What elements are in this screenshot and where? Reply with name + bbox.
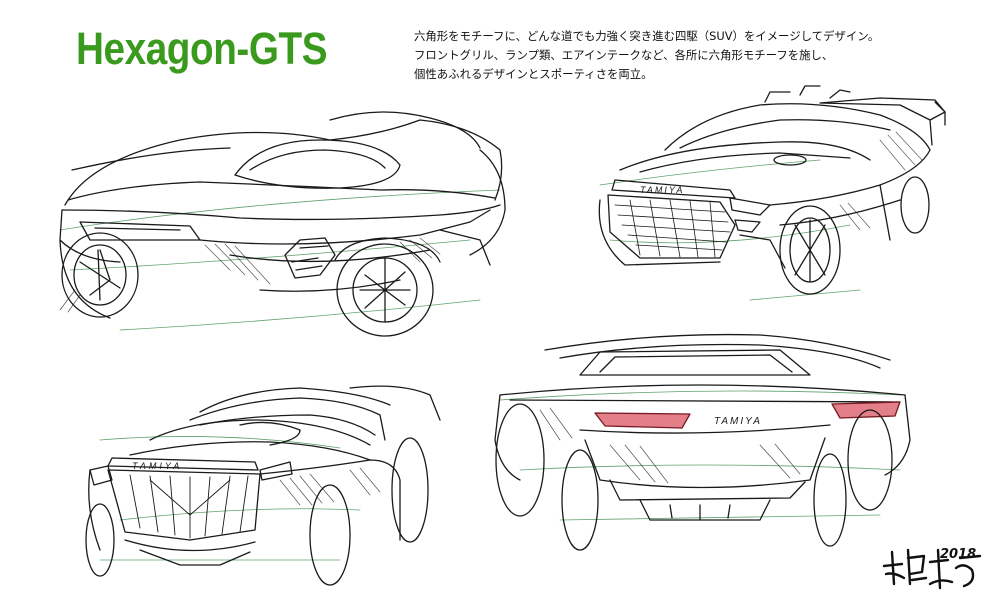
sketch-rear-view: TAMIYA [494, 333, 911, 551]
badge-bottom-right: TAMIYA [714, 416, 762, 427]
badge-top-right: TAMIYA [640, 185, 684, 195]
description: 六角形をモチーフに、どんな道でも力強く突き進む四駆（SUV）をイメージしてデザイ… [414, 27, 974, 84]
description-line-3: 個性あふれるデザインとスポーティさを両立。 [414, 67, 653, 81]
description-line-2: フロントグリル、ランプ類、エアインテークなど、各所に六角形モチーフを施し、 [414, 48, 834, 62]
page-title: Hexagon-GTS [76, 23, 328, 74]
sketch-front-view: TAMIYA [85, 385, 441, 586]
description-line-1: 六角形をモチーフに、どんな道でも力強く突き進む四駆（SUV）をイメージしてデザイ… [414, 29, 880, 43]
badge-bottom-left: TAMIYA [132, 461, 182, 471]
sketch-side-view [59, 111, 506, 337]
sketch-front-3q-view: TAMIYA [598, 85, 946, 301]
signature-year: 2018 [940, 547, 976, 562]
signature-mark: 2018 [882, 547, 982, 590]
